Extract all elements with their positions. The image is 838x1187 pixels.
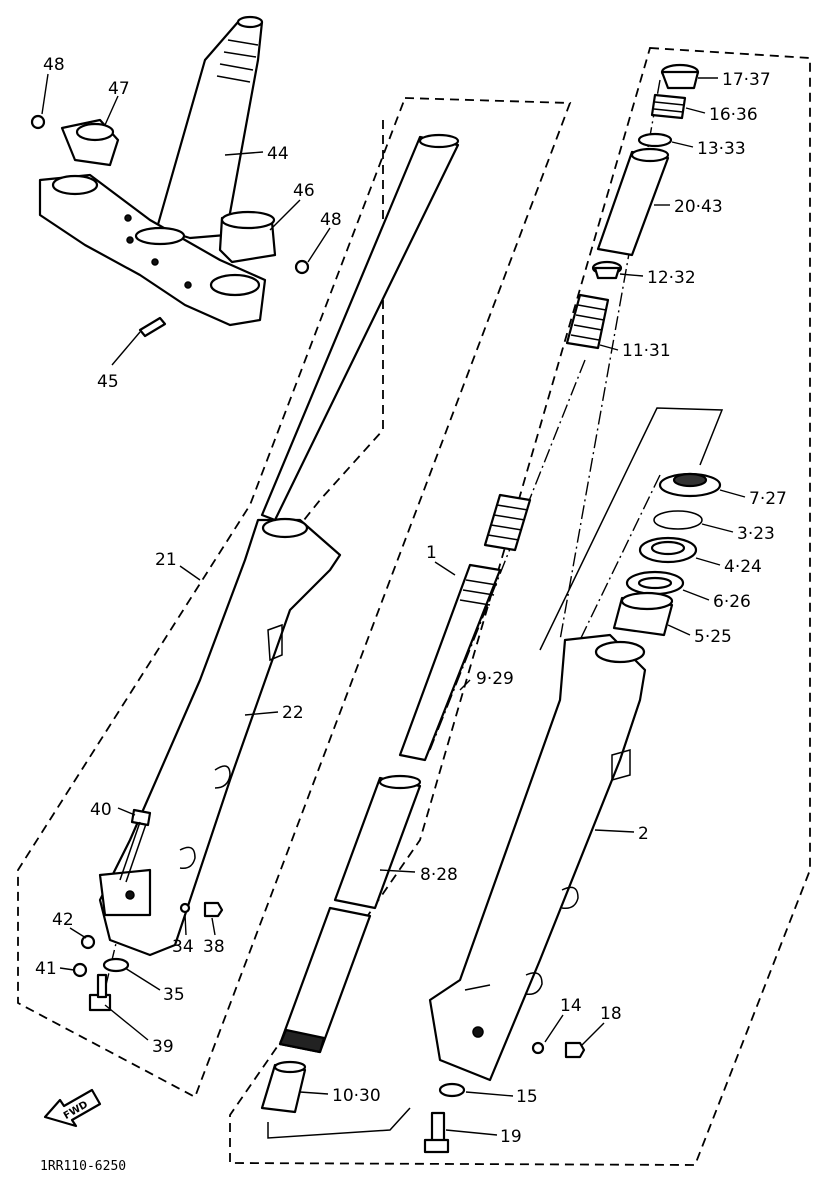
- nut-48a: [30, 114, 46, 130]
- callout-4-24: 4·24: [724, 557, 762, 577]
- slide-metal-lower: [278, 906, 372, 1054]
- callout-48a: 48: [43, 55, 65, 75]
- callout-12-32: 12·32: [647, 268, 696, 288]
- washer-14: [531, 1041, 545, 1055]
- spring-8: [333, 774, 422, 910]
- oring-13: [637, 132, 673, 148]
- spacer-20: [596, 147, 670, 257]
- callout-15: 15: [516, 1087, 538, 1107]
- callout-10-30: 10·30: [332, 1086, 381, 1106]
- pinch-nut-46: [218, 210, 277, 264]
- oil-seal-4: [638, 536, 698, 564]
- callout-45: 45: [97, 372, 119, 392]
- bolt-18: [564, 1041, 586, 1059]
- nut-41: [72, 962, 88, 978]
- bolt-40: [119, 808, 152, 883]
- collar-10: [260, 1060, 307, 1114]
- center-axis-line: [429, 359, 586, 751]
- dust-seal-7: [658, 472, 722, 498]
- right-fork-group-boundary: [229, 47, 811, 1166]
- washer-35: [102, 957, 130, 973]
- nut-48b: [294, 259, 310, 275]
- callout-9-29: 9·29: [476, 669, 514, 689]
- drawing-code: 1RR110-6250: [40, 1159, 126, 1174]
- washer-6: [625, 570, 685, 596]
- callout-38: 38: [203, 937, 225, 957]
- callout-2: 2: [638, 824, 649, 844]
- callout-21: 21: [155, 550, 177, 570]
- bolt-45: [138, 316, 167, 338]
- right-outer-tube: [428, 633, 647, 1082]
- callout-41: 41: [35, 959, 57, 979]
- inner-assembly-bracket: [267, 1107, 411, 1139]
- callout-35: 35: [163, 985, 185, 1005]
- callout-44: 44: [267, 144, 289, 164]
- washer-15: [438, 1082, 466, 1098]
- callout-42: 42: [52, 910, 74, 930]
- lower-bracket: [38, 173, 267, 327]
- washer-34: [179, 902, 191, 914]
- callout-8-28: 8·28: [420, 865, 458, 885]
- bolt-39: [88, 973, 112, 1012]
- callout-46: 46: [293, 181, 315, 201]
- callout-22: 22: [282, 703, 304, 723]
- left-inner-tube: [260, 133, 460, 522]
- callout-7-27: 7·27: [749, 489, 787, 509]
- callout-5-25: 5·25: [694, 627, 732, 647]
- cap-17: [660, 63, 700, 90]
- callout-20-43: 20·43: [674, 197, 723, 217]
- callout-16-36: 16·36: [709, 105, 758, 125]
- leader-lines: [41, 73, 746, 1136]
- clip-3: [653, 510, 703, 530]
- callout-13-33: 13·33: [697, 139, 746, 159]
- callout-47: 47: [108, 79, 130, 99]
- callout-40: 40: [90, 800, 112, 820]
- callout-11-31: 11·31: [622, 341, 671, 361]
- bolt-38: [203, 901, 224, 918]
- damper-rod-9: [398, 563, 502, 762]
- bearing-race-47: [60, 118, 120, 167]
- callout-34: 34: [172, 937, 194, 957]
- callout-48b: 48: [320, 210, 342, 230]
- callout-1: 1: [426, 543, 437, 563]
- steering-stem: [155, 15, 264, 240]
- callout-3-23: 3·23: [737, 524, 775, 544]
- seat-12: [591, 260, 623, 280]
- callout-14: 14: [560, 996, 582, 1016]
- forward-direction-arrow: FWD: [43, 1088, 102, 1128]
- callout-18: 18: [600, 1004, 622, 1024]
- bolt-19: [423, 1111, 450, 1154]
- left-outer-tube: [98, 517, 342, 957]
- left-fork-group-boundary: [17, 97, 572, 1099]
- damper-spring: [483, 493, 532, 552]
- callout-39: 39: [152, 1037, 174, 1057]
- nut-42: [80, 934, 96, 950]
- callout-6-26: 6·26: [713, 592, 751, 612]
- callout-19: 19: [500, 1127, 522, 1147]
- slide-metal-5: [612, 591, 674, 637]
- plug-16: [650, 93, 687, 120]
- seal-axis-line: [579, 474, 661, 641]
- callout-17-37: 17·37: [722, 70, 771, 90]
- spring-11: [565, 293, 610, 350]
- seal-group-bracket: [539, 407, 724, 651]
- right-axis-line: [559, 79, 661, 641]
- callout-labels: 48 47 44 46 48 45 21 22 40 42 34 38 41 3…: [35, 55, 787, 1147]
